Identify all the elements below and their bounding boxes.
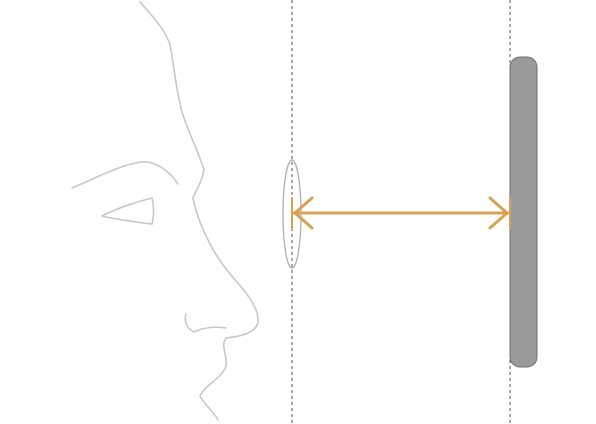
distance-arrow-left-head: [293, 196, 314, 230]
eye-shape: [101, 197, 155, 225]
distance-arrow: [291, 196, 511, 230]
distance-arrow-right-head: [488, 196, 509, 230]
screen-panel: [509, 56, 538, 368]
nostril-line: [184, 313, 227, 333]
face-profile: [71, 1, 259, 421]
brow-line: [71, 161, 179, 189]
face-outline: [139, 1, 259, 421]
